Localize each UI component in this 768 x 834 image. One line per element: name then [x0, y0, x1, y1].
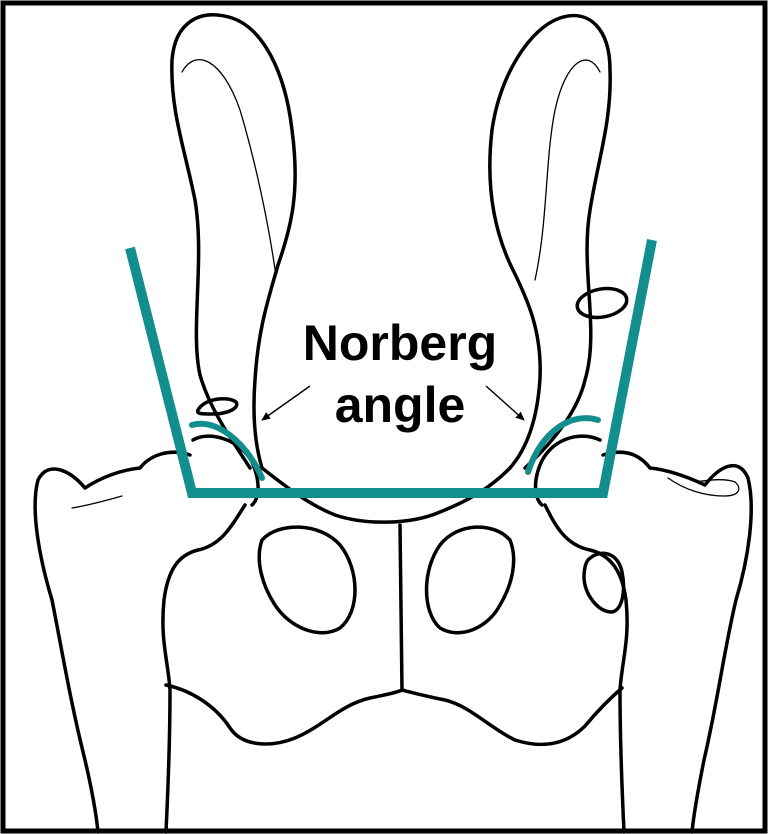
ischium — [166, 685, 622, 744]
right-small-foramen — [575, 285, 629, 321]
left-ilium-contour — [182, 60, 276, 276]
left-trochanter-contour — [72, 496, 122, 508]
right-femur-foramen — [584, 553, 624, 612]
label-line-1: Norberg — [303, 315, 497, 371]
left-small-foramen — [198, 399, 237, 414]
left-acetabular-rim-arc — [192, 424, 262, 478]
left-femur-medial — [163, 505, 245, 832]
right-acetabular-rim-arc — [528, 418, 598, 472]
right-obturator-foramen — [427, 527, 514, 633]
right-femur-medial — [545, 505, 627, 832]
pubic-symphysis — [400, 525, 402, 690]
right-pointer-arrow — [486, 386, 524, 420]
right-trochanter-contour — [668, 478, 739, 496]
left-pointer-arrow — [262, 386, 310, 420]
left-obturator-foramen — [259, 527, 355, 633]
label-line-2: angle — [335, 377, 466, 433]
right-ilium — [490, 16, 610, 468]
right-ilium-contour — [535, 60, 600, 280]
